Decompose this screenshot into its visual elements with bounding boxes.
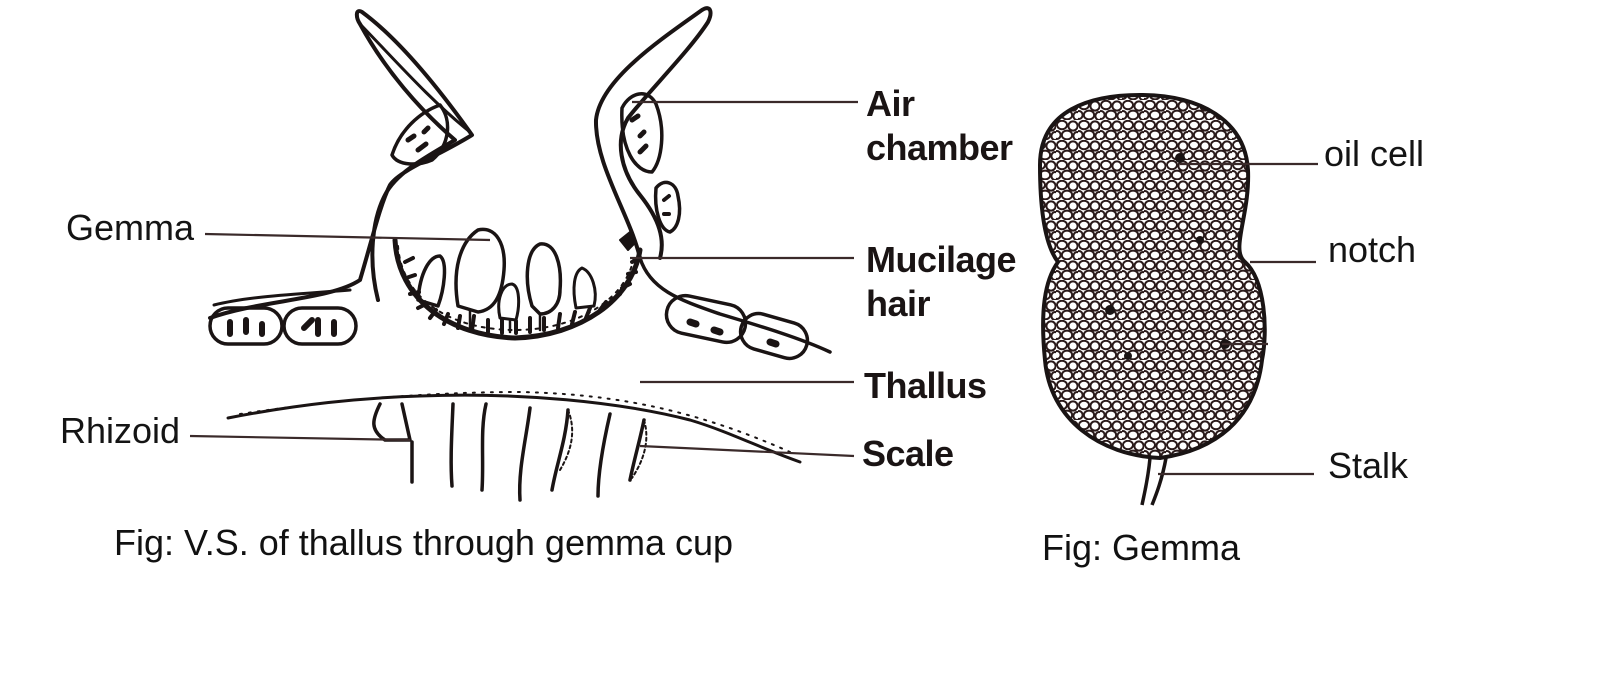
- label-gemma: Gemma: [66, 207, 195, 248]
- caption-gemma: Fig: Gemma: [1042, 527, 1241, 568]
- label-rhizoid: Rhizoid: [60, 410, 181, 451]
- label-stalk: Stalk: [1328, 445, 1409, 486]
- label-mucilage-hair: Mucilage hair: [866, 238, 1017, 326]
- caption-vs-thallus: Fig: V.S. of thallus through gemma cup: [114, 522, 734, 563]
- gemma-cup-section: [208, 6, 832, 502]
- label-mucilage-hair-line1: Mucilage: [866, 239, 1017, 280]
- label-air-chamber: Air chamber: [866, 82, 1013, 170]
- label-air-chamber-line1: Air: [866, 83, 915, 124]
- label-thallus: Thallus: [864, 365, 987, 406]
- label-air-chamber-line2: chamber: [866, 127, 1013, 168]
- label-mucilage-hair-line2: hair: [866, 283, 931, 324]
- label-oil-cell: oil cell: [1324, 133, 1425, 174]
- label-notch: notch: [1328, 229, 1417, 270]
- label-scale: Scale: [862, 433, 954, 474]
- gemma-figure: [1037, 92, 1318, 506]
- left-figure-leader-lines: [189, 100, 858, 458]
